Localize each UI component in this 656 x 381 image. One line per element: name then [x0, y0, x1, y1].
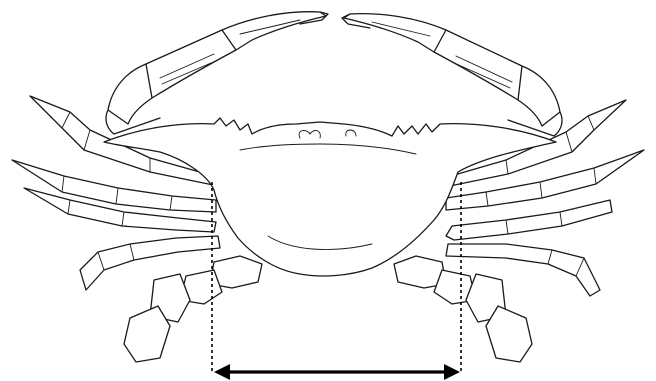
carapace-width-arrow: [214, 364, 460, 380]
width-arrow-head-left: [214, 364, 230, 380]
left-claw: [106, 12, 328, 134]
width-arrow-head-right: [444, 364, 460, 380]
right-claw: [342, 14, 562, 136]
